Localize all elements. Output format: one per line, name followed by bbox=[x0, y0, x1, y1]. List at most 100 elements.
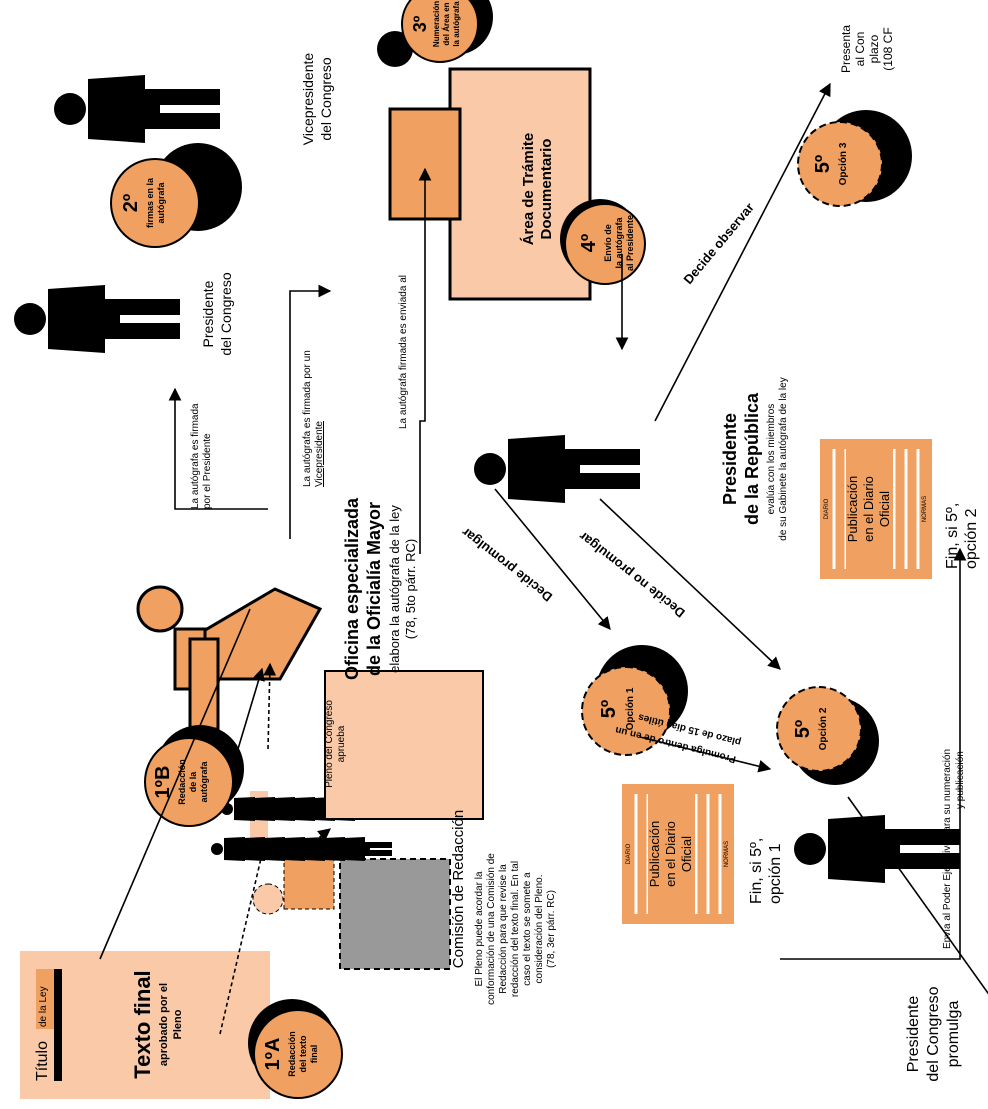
fin1-text-1: Fin, si 5º, bbox=[748, 837, 765, 904]
presidente-congreso-1: Presidente bbox=[200, 280, 216, 348]
flow-tramite-line bbox=[418, 167, 432, 554]
oficina-text-2: (78, 5to párr. RC) bbox=[403, 538, 418, 640]
step-2-l2: autógrafa bbox=[156, 182, 166, 224]
option-3-badge bbox=[797, 110, 912, 207]
flow-vice-1: La autógrafa es firmada por un bbox=[302, 350, 313, 487]
presidente-republica-1: Presidente bbox=[720, 412, 740, 506]
option-3-number: 5º bbox=[812, 154, 834, 174]
fin2-text-1: Fin, si 5º, bbox=[944, 502, 961, 569]
option-2-number: 5º bbox=[792, 719, 814, 739]
pleno-arrow bbox=[263, 662, 277, 750]
option-2-label: Opción 2 bbox=[818, 707, 829, 751]
oficina-title-1: Oficina especializada bbox=[342, 497, 362, 681]
presidente-promulga-icon bbox=[794, 815, 960, 883]
presidente-republica-3: evalúa con los miembros bbox=[766, 403, 777, 515]
option-1-badge bbox=[581, 645, 688, 756]
comision-table bbox=[339, 858, 451, 970]
oficina-worker-icon bbox=[136, 585, 484, 820]
comision-title: Comisión de Redacción bbox=[450, 809, 467, 969]
envia-line bbox=[780, 547, 967, 960]
step-3-l2: del Área en bbox=[442, 2, 451, 46]
presidente-republica-2: de la República bbox=[742, 392, 762, 526]
step-1a-l1: Redacción bbox=[287, 1031, 297, 1077]
step-1a-number: 1ºA bbox=[262, 1037, 284, 1071]
step-1b-l2: de la bbox=[188, 771, 198, 793]
gazette-1-text-3: Oficial bbox=[679, 784, 695, 924]
comision-arrow bbox=[291, 828, 332, 860]
doc-to-1b-line bbox=[99, 608, 251, 960]
doc-to-comision-line bbox=[219, 853, 263, 1035]
step-4-l3: al Presidente bbox=[625, 214, 635, 272]
vicepresidente-2: del Congreso bbox=[318, 57, 334, 141]
step-3-l3: la autógrafa bbox=[452, 1, 461, 47]
promulgar-arrow bbox=[494, 488, 611, 630]
comision-text-5: caso el texto se somete a bbox=[522, 872, 533, 986]
gazette-1-text-1: Publicación bbox=[647, 784, 663, 924]
pc-promulga-3: promulga bbox=[945, 1000, 962, 1068]
gazette-2-text-2: en el Diario bbox=[861, 439, 877, 579]
gazette-1-footer: NORMAS bbox=[724, 840, 730, 868]
gazette-1-text-2: en el Diario bbox=[663, 784, 679, 924]
area-tramite-person bbox=[377, 31, 413, 67]
step-1b-l1: Redacción bbox=[177, 759, 187, 805]
comision-text-4: redacción del texto final. En tal bbox=[510, 860, 521, 998]
step-1a-l3: final bbox=[309, 1044, 319, 1064]
comision-text-2: conformación de una Comisión de bbox=[486, 853, 497, 1005]
envia-text-1: Envía al Poder Ejecutivo para su numerac… bbox=[942, 748, 953, 949]
option1-arrow bbox=[639, 736, 772, 773]
option-3-label: Opción 3 bbox=[838, 142, 849, 186]
vicepresidente-1: Vicepresidente bbox=[300, 52, 316, 146]
flow-presidente-1: La autógrafa es firmada bbox=[190, 403, 201, 509]
doc-title-sub: de la Ley bbox=[38, 986, 49, 1027]
step-4-l1: Envío de bbox=[603, 224, 613, 262]
area-tramite-2: Documentario bbox=[538, 138, 555, 240]
fin1-text-2: opción 1 bbox=[767, 843, 784, 905]
comision-text-3: Redacción para que revise la bbox=[498, 864, 509, 994]
doc-main-title: Texto final bbox=[130, 970, 155, 1079]
comision-person-icon bbox=[252, 858, 335, 915]
option-2-badge bbox=[776, 686, 879, 785]
option2-line bbox=[847, 796, 988, 1025]
gazette-2-text-3: Oficial bbox=[877, 439, 893, 579]
pleno-label-1: Pleno del Congreso bbox=[324, 700, 335, 788]
gazette-2-footer: NORMAS bbox=[922, 495, 928, 523]
option3-text-4: (108 CF bbox=[881, 27, 895, 71]
oficina-title-2: de la Oficialía Mayor bbox=[364, 501, 384, 677]
observar-arrow bbox=[654, 82, 831, 422]
gazette-2-text-1: Publicación bbox=[845, 439, 861, 579]
presidente-congreso-icon bbox=[14, 285, 180, 353]
oficina-text-1: elabora la autógrafa de la ley bbox=[387, 505, 402, 673]
step-2-l1: firmas en la bbox=[145, 177, 155, 229]
doc-main-sub2: Pleno bbox=[172, 1009, 184, 1040]
step-4-badge bbox=[560, 199, 646, 285]
step-1a-l2: del texto bbox=[298, 1035, 308, 1073]
step-1b-number: 1ºB bbox=[152, 765, 174, 799]
flow-presidente-2: por el Presidente bbox=[202, 433, 213, 509]
no-promulgar-arrow bbox=[599, 498, 781, 670]
step-1a-badge bbox=[248, 999, 343, 1099]
gazette-1-header: DIARIO bbox=[626, 843, 632, 865]
flow-tramite-1: La autógrafa firmada es enviada al bbox=[398, 275, 409, 429]
option3-text-1: Presenta bbox=[839, 24, 853, 74]
flow-vice-2: Vicepresidente bbox=[314, 421, 325, 487]
doc-main-sub: aprobado por el bbox=[158, 982, 170, 1067]
to-oficina-arrow bbox=[231, 667, 265, 770]
document-icon bbox=[20, 951, 270, 1099]
option3-text-2: al Con bbox=[853, 31, 867, 67]
step-3-badge bbox=[401, 0, 493, 63]
flow-presidente-line bbox=[168, 387, 268, 510]
step-4-l2: la autógrafa bbox=[614, 217, 624, 269]
step-2-number: 2º bbox=[120, 193, 142, 213]
comision-text-1: El Pleno puede acordar la bbox=[474, 871, 485, 987]
presidente-republica-4: de su Gabinete la autógrafa de la ley bbox=[778, 377, 789, 541]
vicepresidente-icon bbox=[54, 75, 220, 143]
fin2-text-2: opción 2 bbox=[963, 508, 980, 570]
pc-promulga-2: del Congreso bbox=[925, 986, 942, 1082]
option3-text-3: plazo bbox=[867, 34, 881, 64]
step-2-badge bbox=[110, 143, 242, 248]
flow-vice-line bbox=[289, 284, 332, 539]
step-3-l1: Numeración bbox=[432, 0, 441, 48]
comision-text-7: (78, 3er párr. RC) bbox=[546, 890, 557, 968]
